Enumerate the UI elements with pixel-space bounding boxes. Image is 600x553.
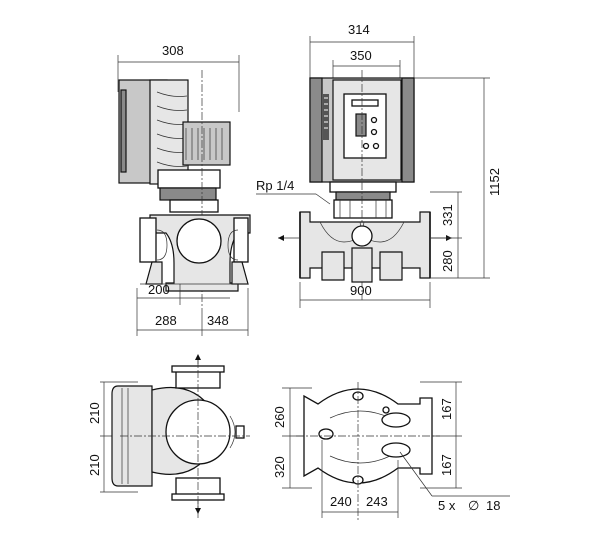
dim-331: 331 (440, 204, 455, 226)
top-view: 210 210 (87, 354, 250, 520)
bottom-view: 260 320 240 243 167 167 5 x ∅ 18 (272, 381, 510, 520)
dim-308: 308 (162, 43, 184, 58)
dim-200: 200 (148, 282, 170, 297)
dim-900: 900 (350, 283, 372, 298)
dim-210-upper: 210 (87, 402, 102, 424)
dim-350: 350 (350, 48, 372, 63)
dim-167-upper: 167 (439, 398, 454, 420)
holes-diameter: 18 (486, 498, 500, 513)
dim-167-lower: 167 (439, 454, 454, 476)
dim-280: 280 (440, 250, 455, 272)
grundfos-logo-icon (323, 94, 329, 140)
diameter-icon: ∅ (468, 498, 479, 513)
holes-count: 5 x (438, 498, 456, 513)
dim-240: 240 (330, 494, 352, 509)
dim-243: 243 (366, 494, 388, 509)
arrow-icon (278, 235, 300, 241)
side-view: 308 200 288 348 (117, 43, 251, 336)
thread-label: Rp 1/4 (256, 178, 294, 193)
dim-320: 320 (272, 456, 287, 478)
dim-260: 260 (272, 406, 287, 428)
arrow-icon (195, 354, 201, 366)
fan-cover (182, 121, 231, 166)
front-view: 314 350 Rp 1/4 (256, 22, 502, 308)
arrow-icon (195, 500, 201, 514)
dim-314: 314 (348, 22, 370, 37)
dim-288: 288 (155, 313, 177, 328)
dim-348: 348 (207, 313, 229, 328)
dim-210-lower: 210 (87, 454, 102, 476)
port-circle (176, 218, 222, 264)
dim-1152: 1152 (487, 168, 502, 196)
